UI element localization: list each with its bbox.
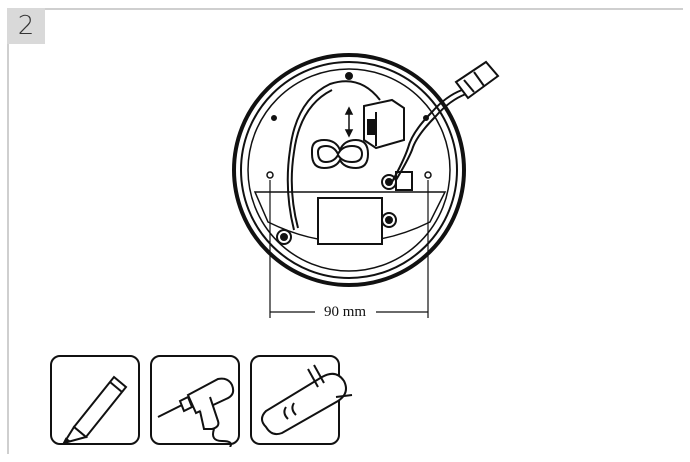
dimension-extension-lines — [269, 180, 429, 318]
internal-wires — [286, 80, 467, 231]
tool-pencil — [50, 355, 140, 445]
inner-ring — [240, 61, 458, 279]
tool-drill — [150, 355, 240, 447]
step-number: 2 — [7, 8, 45, 44]
screws — [276, 174, 397, 245]
step-frame — [7, 8, 683, 454]
terminal-box — [317, 197, 383, 245]
outer-ring — [232, 53, 466, 287]
tool-wall-plug — [250, 355, 353, 445]
wall-plug-icon — [261, 364, 353, 436]
dimension-label: 90 mm — [315, 304, 375, 321]
mounting-holes — [266, 171, 432, 179]
connector-plug — [454, 60, 500, 100]
pencil-icon — [61, 375, 128, 445]
switch-arrows — [344, 106, 354, 138]
cable-opening — [311, 138, 370, 170]
cable-clamp — [395, 171, 413, 191]
drill-icon — [157, 377, 235, 447]
switch-block — [363, 98, 405, 150]
